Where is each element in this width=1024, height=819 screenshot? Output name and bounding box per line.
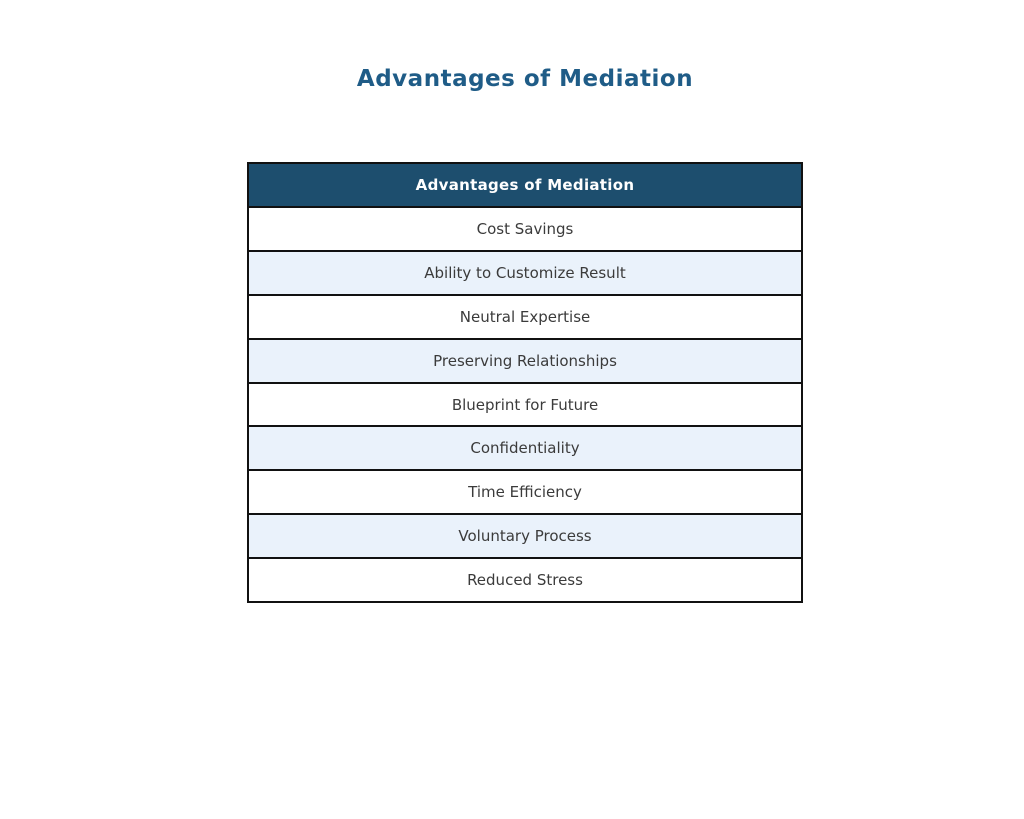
table-row: Cost Savings (249, 206, 801, 250)
table-row: Blueprint for Future (249, 381, 801, 426)
row-label: Ability to Customize Result (424, 263, 626, 282)
table-header-label: Advantages of Mediation (415, 176, 635, 194)
table-row: Time Efficiency (249, 469, 801, 514)
row-label: Confidentiality (470, 439, 580, 458)
advantages-table: Advantages of Mediation Cost Savings Abi… (247, 162, 803, 603)
table-header-row: Advantages of Mediation (249, 164, 801, 206)
row-label: Time Efficiency (468, 483, 582, 502)
row-label: Cost Savings (476, 219, 574, 238)
table-row: Confidentiality (249, 425, 801, 470)
table-row: Reduced Stress (249, 557, 801, 602)
row-label: Blueprint for Future (451, 395, 599, 414)
table-row: Voluntary Process (249, 513, 801, 558)
table-body: Cost Savings Ability to Customize Result… (249, 206, 801, 602)
row-label: Reduced Stress (467, 571, 583, 590)
row-label: Preserving Relationships (433, 351, 617, 370)
table-row: Ability to Customize Result (249, 249, 801, 294)
page-title: Advantages of Mediation (356, 66, 694, 92)
table-row: Neutral Expertise (249, 293, 801, 338)
row-label: Voluntary Process (458, 527, 592, 546)
row-label: Neutral Expertise (459, 307, 591, 326)
table-row: Preserving Relationships (249, 337, 801, 382)
